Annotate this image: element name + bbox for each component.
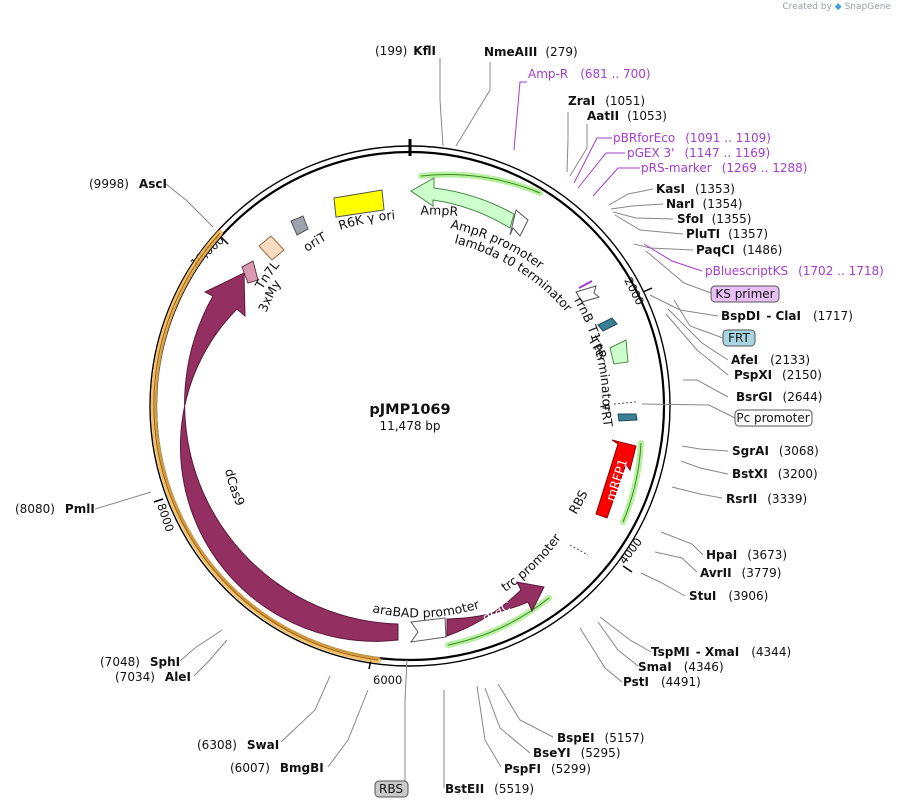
enzyme-leaders: [94, 58, 729, 788]
primer-labels: Amp-R(681 .. 700) pBRforEco(1091 .. 1109…: [528, 67, 884, 278]
orf-band-mrfp1-line: [622, 442, 642, 523]
svg-text:4000: 4000: [616, 535, 645, 567]
snapgene-logo-icon: ◆: [834, 2, 842, 12]
tick-2000: 2000: [621, 275, 653, 307]
svg-text:AatII(1053): AatII(1053): [587, 109, 667, 123]
rbs-label-box: RBS: [374, 780, 409, 798]
svg-text:AvrII(3779): AvrII(3779): [700, 566, 781, 580]
svg-text:ZraI(1051): ZraI(1051): [568, 94, 645, 108]
svg-text:6000: 6000: [373, 673, 402, 687]
plasmid-size: 11,478 bp: [379, 419, 440, 433]
svg-text:BspDI- ClaI(1717): BspDI- ClaI(1717): [721, 309, 853, 323]
pc-promoter-box: Pc promoter: [734, 409, 813, 427]
svg-text:(199)KflI: (199)KflI: [375, 44, 436, 58]
svg-text:SmaI(4346): SmaI(4346): [638, 660, 724, 674]
svg-text:pGEX 3'(1147 .. 1169): pGEX 3'(1147 .. 1169): [627, 146, 770, 160]
svg-text:(7034)AleI: (7034)AleI: [115, 670, 191, 684]
svg-text:FRT: FRT: [728, 331, 750, 345]
svg-text:BspEI(5157): BspEI(5157): [557, 731, 644, 745]
tick-4000: 4000: [616, 535, 645, 573]
r6k-ori-box: [333, 189, 385, 218]
svg-text:RBS: RBS: [379, 782, 403, 796]
frt-box: [617, 413, 638, 422]
trc-promoter-mark: [569, 544, 589, 556]
svg-text:(6308)SwaI: (6308)SwaI: [197, 738, 279, 752]
tpr-box: [597, 317, 618, 332]
svg-text:PaqCI(1486): PaqCI(1486): [696, 243, 782, 257]
label-arac: araC: [480, 598, 513, 623]
svg-text:StuI(3906): StuI(3906): [689, 589, 768, 603]
enzyme-labels: (199)KflI NmeAIII(279) ZraI(1051) AatII(…: [15, 44, 853, 796]
svg-text:SgrAI(3068): SgrAI(3068): [732, 444, 819, 458]
svg-text:BstXI(3200): BstXI(3200): [732, 467, 818, 481]
svg-text:Amp-R(681 .. 700): Amp-R(681 .. 700): [528, 67, 651, 81]
svg-text:BstEII(5519): BstEII(5519): [445, 782, 534, 796]
box-leaders: [404, 250, 736, 783]
svg-text:RsrII(3339): RsrII(3339): [726, 492, 807, 506]
arabad-promoter-arrow: [409, 617, 447, 643]
arac-arrow: [446, 581, 545, 637]
svg-text:SfoI(1355): SfoI(1355): [677, 212, 751, 226]
orf-band-arac-line: [447, 597, 550, 646]
label-rbs-inner: RBS: [566, 488, 591, 517]
svg-text:(6007)BmgBI: (6007)BmgBI: [230, 761, 324, 775]
label-ampr: AmpR: [420, 202, 459, 219]
dcas9-arrow: [179, 272, 399, 642]
label-orit: oriT: [300, 229, 329, 255]
svg-text:PstI(4491): PstI(4491): [623, 675, 701, 689]
svg-text:(7048)SphI: (7048)SphI: [100, 655, 180, 669]
snapgene-credit: Created by ◆ SnapGene: [782, 2, 891, 12]
primer-mark: [578, 280, 593, 289]
3xmyc-box: [241, 260, 259, 284]
pc-promoter-mark: [613, 401, 637, 405]
primer-leaders: [513, 81, 703, 272]
frt-label-box: FRT: [722, 329, 756, 347]
svg-text:PspXI(2150): PspXI(2150): [734, 368, 822, 382]
label-arabad-promoter: araBAD promoter: [371, 596, 481, 620]
ampr-arrow: [410, 177, 515, 229]
mrfp1-arrow: [595, 439, 637, 519]
ks-primer-box: KS primer: [710, 285, 780, 303]
svg-text:KasI(1353): KasI(1353): [656, 182, 735, 196]
svg-text:pRS-marker(1269 .. 1288): pRS-marker(1269 .. 1288): [641, 161, 807, 175]
svg-text:Pc promoter: Pc promoter: [736, 411, 809, 425]
ampr-promoter-arrow: [509, 209, 529, 237]
svg-text:(9998)AscI: (9998)AscI: [89, 177, 167, 191]
svg-text:TspMI- XmaI(4344): TspMI- XmaI(4344): [651, 645, 791, 659]
orf-band-dcas9-line: [153, 232, 379, 661]
svg-text:AfeI(2133): AfeI(2133): [731, 353, 810, 367]
svg-text:pBluescriptKS(1702 .. 1718): pBluescriptKS(1702 .. 1718): [705, 264, 884, 278]
svg-text:NmeAIII(279): NmeAIII(279): [484, 45, 578, 59]
svg-text:PspFI(5299): PspFI(5299): [504, 762, 591, 776]
svg-text:BsrGI(2644): BsrGI(2644): [736, 390, 822, 404]
orit-box: [290, 215, 309, 236]
svg-text:(8080)PmlI: (8080)PmlI: [15, 502, 95, 516]
svg-text:PluTI(1357): PluTI(1357): [686, 227, 768, 241]
svg-text:BseYI(5295): BseYI(5295): [533, 746, 621, 760]
label-frt-inner: FRT: [597, 403, 616, 429]
svg-text:HpaI(3673): HpaI(3673): [706, 548, 787, 562]
credit-prefix: Created by: [782, 2, 832, 12]
svg-text:KS primer: KS primer: [715, 287, 774, 301]
plasmid-name: pJMP1069: [369, 402, 450, 418]
orf-band-ampr-line: [420, 174, 541, 194]
label-dcas9: dCas9: [222, 467, 248, 508]
svg-text:pBRforEco(1091 .. 1109): pBRforEco(1091 .. 1109): [613, 131, 771, 145]
rrnb-terminator-box: [609, 339, 629, 365]
lambda-terminator-mark: [575, 285, 601, 303]
credit-brand: SnapGene: [844, 2, 891, 12]
tn7l-box: [258, 235, 285, 261]
svg-text:NarI(1354): NarI(1354): [666, 197, 742, 211]
